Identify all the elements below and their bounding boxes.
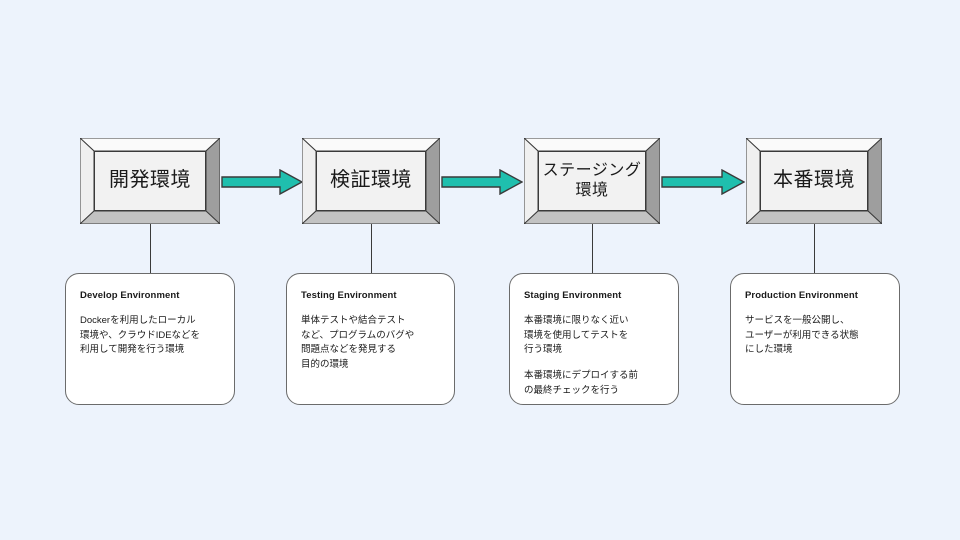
bevel-frame-production — [744, 136, 884, 226]
stage-label-develop: 開発環境 — [109, 169, 191, 192]
stage-label-production: 本番環境 — [773, 169, 855, 192]
connector-staging — [592, 224, 593, 273]
detail-card-testing[interactable]: Testing Environment 単体テストや結合テスト など、プログラム… — [286, 273, 455, 405]
connector-develop — [150, 224, 151, 273]
stage-label-staging: ステージング 環境 — [542, 162, 642, 199]
connector-production — [814, 224, 815, 273]
stage-box-staging[interactable]: ステージング 環境 — [522, 136, 662, 226]
connector-testing — [371, 224, 372, 273]
detail-card-develop[interactable]: Develop Environment Dockerを利用したローカル 環境や、… — [65, 273, 235, 405]
card-title-staging: Staging Environment — [524, 290, 622, 301]
arrow-testing-to-staging — [441, 168, 524, 196]
detail-card-production[interactable]: Production Environment サービスを一般公開し、 ユーザーが… — [730, 273, 900, 405]
card-body-testing: 単体テストや結合テスト など、プログラムのバグや 問題点などを発見する 目的の環… — [301, 315, 415, 371]
card-title-develop: Develop Environment — [80, 290, 180, 301]
stage-box-testing[interactable]: 検証環境 — [300, 136, 442, 226]
card-title-production: Production Environment — [745, 290, 859, 301]
arrow-staging-to-production — [661, 168, 746, 196]
card-title-testing: Testing Environment — [301, 290, 397, 301]
detail-card-staging[interactable]: Staging Environment 本番環境に限りなく近い 環境を使用してテ… — [509, 273, 679, 405]
card-body-staging-2: 本番環境にデプロイする前 の最終チェックを行う — [524, 370, 639, 396]
card-body-production: サービスを一般公開し、 ユーザーが利用できる状態 にした環境 — [745, 315, 859, 356]
stage-box-develop[interactable]: 開発環境 — [78, 136, 222, 226]
card-body-staging-1: 本番環境に限りなく近い 環境を使用してテストを 行う環境 — [524, 315, 629, 356]
stage-label-testing: 検証環境 — [330, 169, 412, 192]
arrow-develop-to-testing — [221, 168, 304, 196]
card-body-develop: Dockerを利用したローカル 環境や、クラウドIDEなどを 利用して開発を行う… — [80, 315, 201, 356]
bevel-frame-develop — [78, 136, 222, 226]
bevel-frame-staging — [522, 136, 662, 226]
bevel-frame-testing — [300, 136, 442, 226]
stage-box-production[interactable]: 本番環境 — [744, 136, 884, 226]
